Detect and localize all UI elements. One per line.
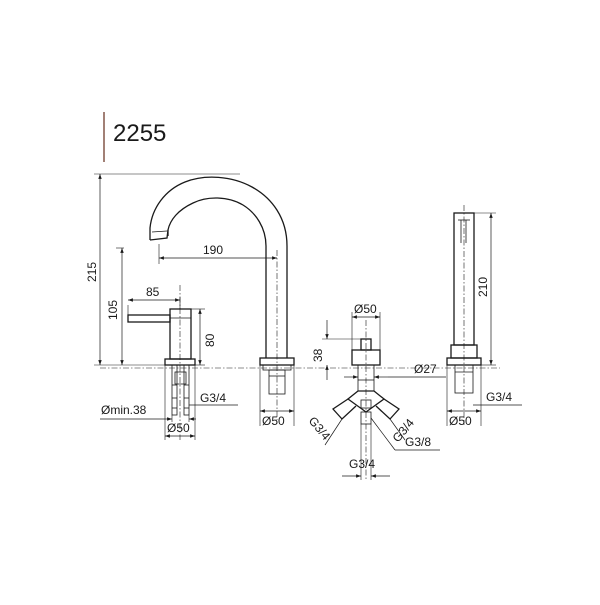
dim-lever-height: 105 [106, 247, 124, 365]
dim-diverter-top: Ø50 [351, 302, 381, 350]
svg-text:Ømin.38: Ømin.38 [101, 403, 147, 417]
svg-text:80: 80 [203, 333, 217, 347]
basin-mixer [127, 285, 196, 440]
spout [149, 176, 295, 420]
dim-hand-shower-base: Ø50 [446, 365, 482, 428]
dim-diverter-thread-bottom: G3/4 [342, 424, 390, 480]
dim-hole-min: Ømin.38 [100, 403, 196, 422]
svg-text:Ø27: Ø27 [414, 362, 437, 376]
svg-text:38: 38 [311, 348, 325, 362]
dim-hand-shower-thread: G3/4 [473, 390, 522, 406]
dim-diverter-height: 38 [311, 320, 361, 380]
mixer-body [169, 308, 192, 360]
svg-text:Ø50: Ø50 [262, 414, 285, 428]
dim-diverter-thread-left: G3/4 [306, 414, 343, 446]
dim-lever-length: 85 [127, 285, 181, 315]
svg-text:Ø50: Ø50 [167, 421, 190, 435]
dim-diverter-stem: Ø27 [344, 362, 446, 379]
dim-hand-shower-height: 210 [474, 212, 496, 366]
hand-shower [446, 205, 482, 425]
svg-text:G3/8: G3/8 [405, 435, 431, 449]
svg-text:105: 105 [106, 300, 120, 320]
svg-text:G3/4: G3/4 [486, 390, 512, 404]
svg-text:G3/4: G3/4 [349, 457, 375, 471]
diverter [332, 320, 400, 480]
svg-text:85: 85 [146, 285, 160, 299]
dim-spout-reach: 190 [158, 243, 277, 264]
svg-text:G3/4: G3/4 [200, 391, 226, 405]
dim-mixer-base: Ø50 [164, 365, 196, 440]
mixer-pipe-left [171, 364, 178, 416]
svg-text:190: 190 [203, 243, 223, 257]
model-number: 2255 [113, 120, 166, 147]
dim-spout-base: Ø50 [259, 365, 295, 428]
dim-mixer-thread: G3/4 [189, 391, 238, 406]
diverter-splitter [346, 390, 386, 413]
svg-text:Ø50: Ø50 [354, 302, 377, 316]
dim-total-height: 215 [85, 173, 240, 366]
mixer-pipe-right [183, 364, 190, 416]
svg-text:215: 215 [85, 262, 99, 282]
svg-text:Ø50: Ø50 [449, 414, 472, 428]
svg-text:210: 210 [476, 277, 490, 297]
dim-diverter-outlet: G3/8 [370, 417, 440, 451]
dim-body-height: 80 [191, 308, 217, 366]
mixer-lever [127, 314, 171, 323]
